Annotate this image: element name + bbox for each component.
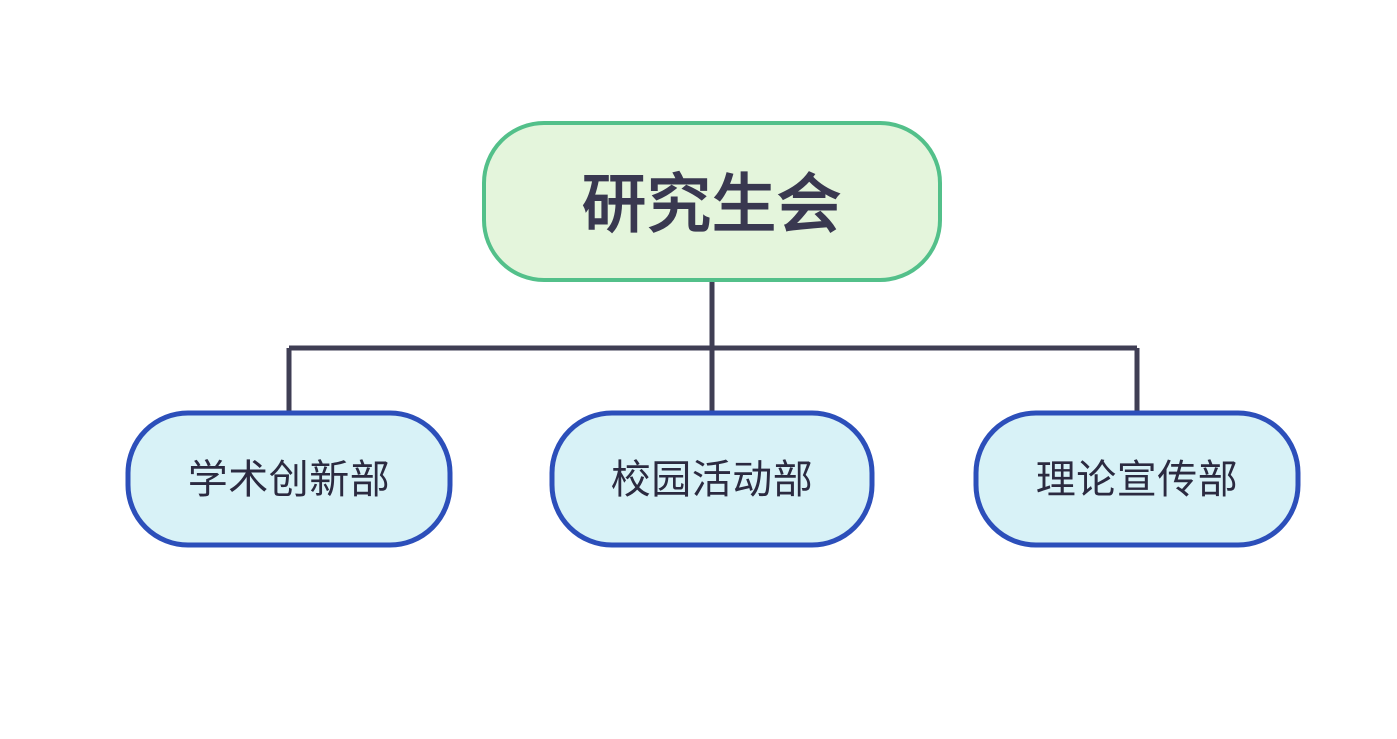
- node-child-3[interactable]: 理论宣传部: [973, 410, 1301, 548]
- node-child-3-label: 理论宣传部: [1036, 458, 1239, 502]
- node-root-shape[interactable]: [482, 121, 942, 282]
- node-root-label: 研究生会: [582, 170, 842, 241]
- node-child-1-shape[interactable]: [125, 410, 453, 548]
- node-child-2[interactable]: 校园活动部: [549, 410, 875, 548]
- node-child-3-shape[interactable]: [973, 410, 1301, 548]
- node-root[interactable]: 研究生会: [482, 121, 942, 282]
- node-child-1-label: 学术创新部: [188, 458, 391, 502]
- node-child-1[interactable]: 学术创新部: [125, 410, 453, 548]
- node-child-2-shape[interactable]: [549, 410, 875, 548]
- node-child-2-label: 校园活动部: [611, 458, 814, 502]
- connector-group: [286, 280, 1140, 413]
